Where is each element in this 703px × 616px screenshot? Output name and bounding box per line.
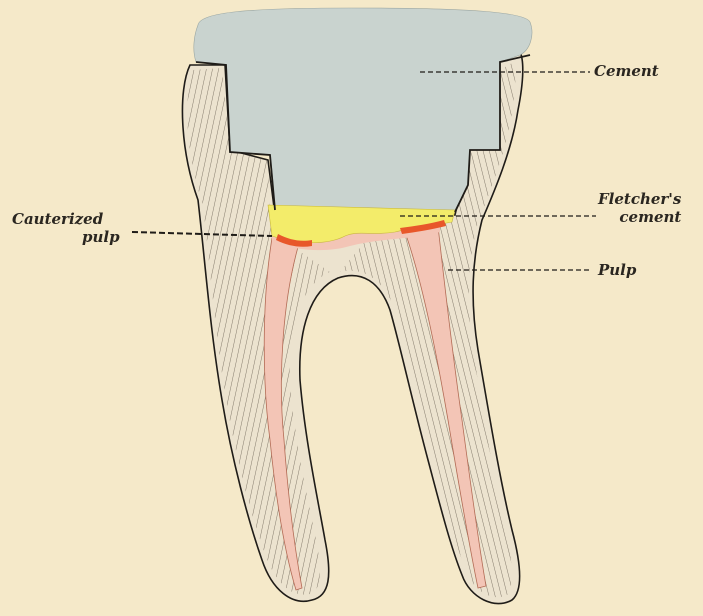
cauterized-pulp-label: Cauterized pulp	[12, 210, 120, 246]
fletchers-cement-label: Fletcher's cement	[598, 190, 681, 226]
pulp-label: Pulp	[598, 261, 636, 279]
cement-label: Cement	[594, 62, 659, 80]
